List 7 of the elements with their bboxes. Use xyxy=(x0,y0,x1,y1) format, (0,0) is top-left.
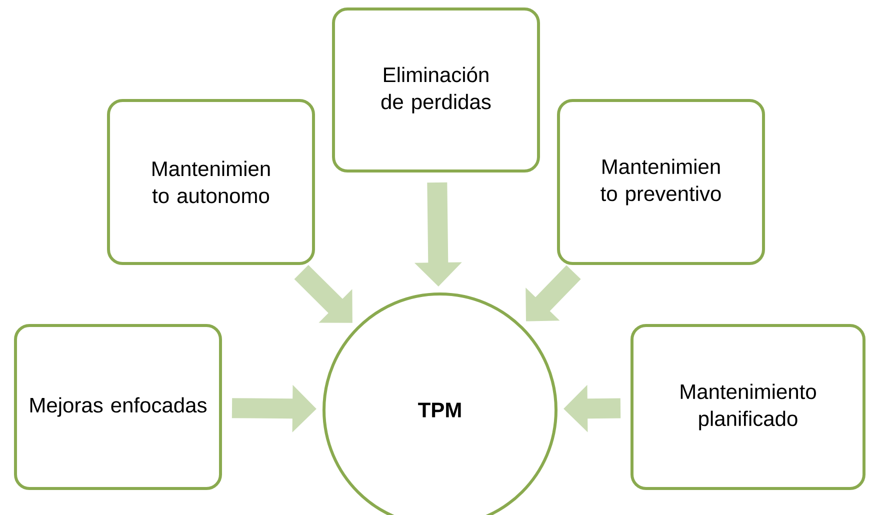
process-box: Mantenimien to preventivo xyxy=(557,99,765,265)
block-arrow xyxy=(526,265,581,322)
process-box: Mantenimien to autonomo xyxy=(107,99,315,265)
process-box: Mantenimiento planificado xyxy=(630,324,866,490)
block-arrow xyxy=(294,264,352,323)
process-box: Eliminación de perdidas xyxy=(332,8,540,172)
process-box: Mejoras enfocadas xyxy=(14,324,222,490)
